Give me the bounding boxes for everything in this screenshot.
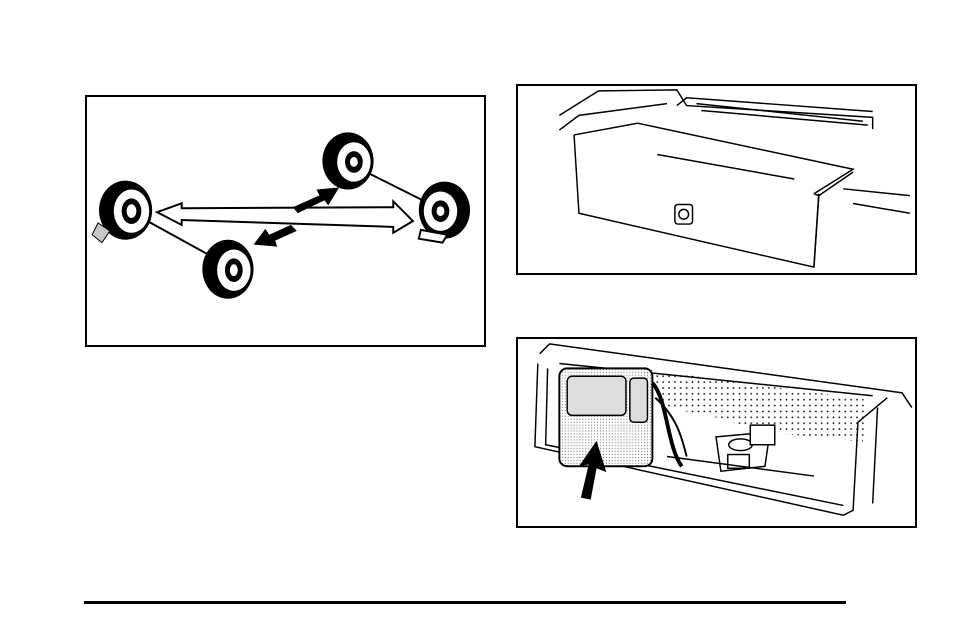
rearward-arrow-icon	[254, 225, 297, 247]
tire-right	[419, 182, 470, 243]
tire-compartment-illustration	[518, 339, 915, 526]
storage-cover-figure	[516, 84, 917, 275]
storage-cover-illustration	[518, 86, 915, 273]
lock-icon	[675, 204, 693, 224]
tire-left	[92, 181, 152, 243]
tire-rotation-figure	[85, 95, 486, 347]
tire-top	[322, 132, 373, 189]
footer-rule	[84, 601, 846, 604]
tire-bottom	[202, 240, 253, 299]
tire-rotation-illustration	[87, 97, 484, 345]
tire-compartment-figure	[516, 337, 917, 528]
